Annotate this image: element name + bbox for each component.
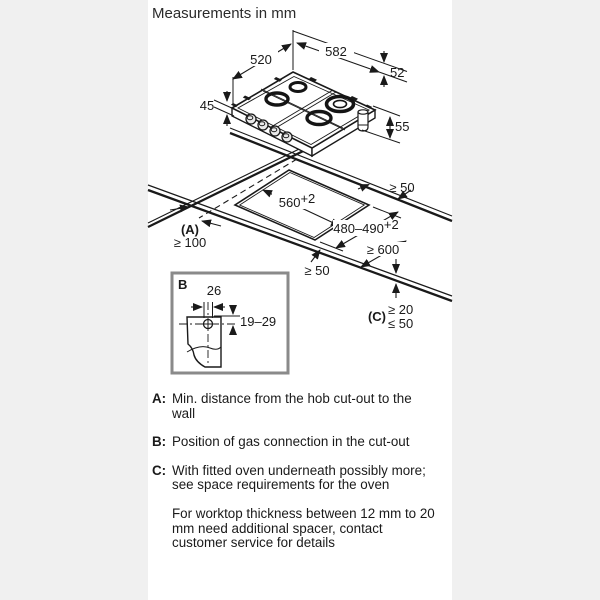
- cutout-extension-dashed-line: [198, 158, 298, 219]
- burners: [264, 81, 356, 127]
- dim-50-front-leader: [310, 249, 321, 263]
- dim-100-arrow1: [169, 204, 190, 213]
- page-title: Measurements in mm: [152, 5, 297, 22]
- dim-600-label: ≥ 600: [367, 242, 399, 257]
- knob: [269, 125, 281, 137]
- burner-wok: [324, 94, 356, 114]
- dim-100-label: ≥ 100: [174, 235, 206, 250]
- dim-55-ext-bottom: [361, 129, 401, 144]
- burner-wok-inner: [332, 99, 348, 109]
- gas-connection-box: [170, 271, 290, 375]
- dim-50-back-leader1: [397, 189, 412, 200]
- label-a: (A): [181, 222, 199, 237]
- knob: [245, 113, 257, 125]
- legend-label-a: A:: [152, 391, 167, 406]
- legend-note: For worktop thickness between 12 mm to 2…: [152, 505, 438, 551]
- dim-45-label: 45: [200, 98, 214, 113]
- legend-item-c: C: With fitted oven underneath possibly …: [152, 462, 438, 493]
- dim-480-ext-b: [319, 241, 344, 252]
- cutout-section-outline: [186, 316, 222, 368]
- dim-50-thickness-label: ≤ 50: [388, 316, 413, 331]
- label-c: (C): [368, 309, 386, 324]
- dim-55-ext-top: [372, 105, 401, 117]
- dim-582-label: 582: [325, 44, 347, 59]
- label-b: B: [178, 277, 187, 292]
- label-backplates: [245, 43, 408, 256]
- control-knobs: [245, 113, 293, 143]
- hob-foot: [357, 109, 369, 132]
- dim-50-back-label: ≥ 50: [389, 180, 414, 195]
- knob: [257, 119, 269, 131]
- legend-note-label: [152, 507, 172, 551]
- legend-item-a: A: Min. distance from the hob cut-out to…: [152, 391, 438, 421]
- legend-text-a: Min. distance from the hob cut-out to th…: [172, 391, 412, 421]
- dim-50-front-label: ≥ 50: [304, 263, 329, 278]
- burner-front: [305, 109, 333, 127]
- dim-560-label: 560+2: [279, 191, 316, 210]
- dim-1929-label: 19–29: [240, 314, 276, 329]
- legend-note-text: For worktop thickness between 12 mm to 2…: [172, 505, 435, 551]
- dim-20-label: ≥ 20: [388, 302, 413, 317]
- legend-text-b: Position of gas connection in the cut-ou…: [172, 434, 410, 450]
- burner-back: [288, 81, 308, 93]
- legend: A: Min. distance from the hob cut-out to…: [152, 391, 438, 565]
- legend-text-c: With fitted oven underneath possibly mor…: [172, 462, 426, 493]
- burner-left: [264, 91, 290, 107]
- front-edge-bottom: [147, 188, 453, 303]
- hob-inner-rim: [237, 75, 370, 146]
- dim-26-label: 26: [207, 283, 221, 298]
- dim-480-label: 480–490+2: [333, 217, 398, 236]
- front-edge-top: [147, 184, 453, 297]
- dim-520-label: 520: [250, 52, 272, 67]
- dim-100-arrow2: [201, 219, 222, 228]
- hob-drawing: [230, 71, 377, 158]
- legend-label-b: B:: [152, 434, 167, 450]
- dim-52-ref-lower: [378, 71, 408, 83]
- dim-45-ext-top: [213, 99, 235, 110]
- legend-label-c: C:: [152, 462, 167, 478]
- legend-item-b: B: Position of gas connection in the cut…: [152, 435, 438, 450]
- dim-52-label: 52: [390, 65, 404, 80]
- dimension-labels: 520 582 52 45 55 ≥ 50 560+2 480–490+2 (A…: [174, 44, 415, 331]
- knob: [281, 131, 293, 143]
- back-wall-line-thin: [229, 127, 453, 217]
- cutout-outline: [233, 169, 371, 241]
- dim-50-back-leader2: [357, 183, 370, 192]
- back-wall-line: [229, 131, 453, 223]
- section-break-line: [186, 346, 222, 353]
- dim-55-label: 55: [395, 119, 409, 134]
